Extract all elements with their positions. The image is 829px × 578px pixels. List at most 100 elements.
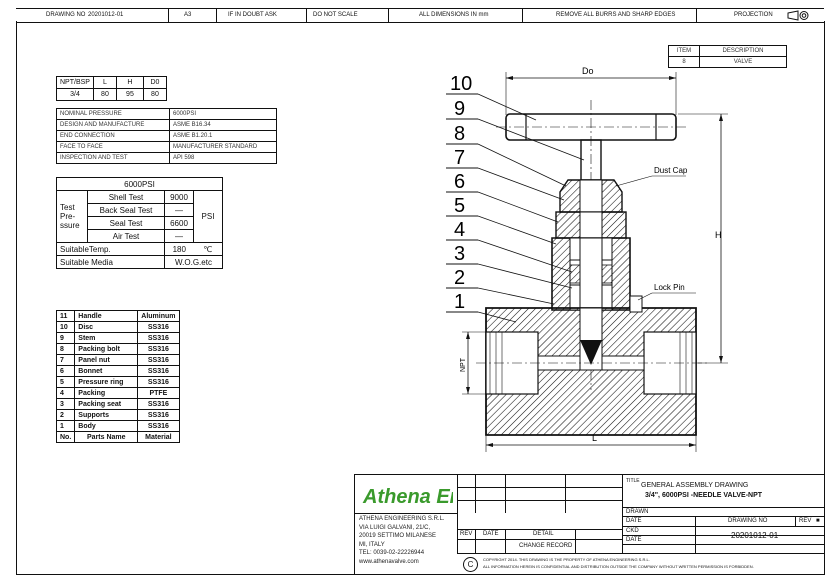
ckd-label: CKD [626,528,639,534]
spec-value: MANUFACTURER STANDARD [169,141,277,153]
rev-value: ■ [816,518,820,524]
company-info: ATHENA ENGINEERING S.R.L. VIA LUIGI GALV… [359,515,445,566]
drawing-frame [16,21,825,575]
part-no: 3 [55,398,76,410]
dim-header: H [115,76,144,89]
part-no: 11 [55,310,76,322]
top-do-not-scale: DO NOT SCALE [313,12,358,18]
drawing-no-value: 20201012-01 [731,531,779,540]
callout-5: 5 [454,195,465,217]
part-name: Body [74,420,139,432]
test-table: 6000PSI Test Pre- ssure Shell Test 9000 … [56,177,223,269]
callout-7: 7 [454,147,465,169]
logo-area: Athena Eng [355,475,458,514]
needle-tip [580,340,602,365]
spec-label: DESIGN AND MANUFACTURE [56,119,170,131]
test-row-value: — [164,229,194,243]
date2-label: DATE [626,537,642,543]
label-npt: NPT [460,357,467,372]
top-drawing-no-value: 20201012-01 [88,12,124,18]
part-no: 5 [55,376,76,388]
part-no: 8 [55,343,76,355]
part-name: Stem [74,332,139,344]
part-no: 10 [55,321,76,333]
title-label: TITLE [626,478,640,484]
top-bar: DRAWING NO 20201012-01 A3 IF IN DOUBT AS… [16,8,824,23]
test-pressure-label: Test Pre- ssure [56,190,88,243]
valve-section-drawing: Do [446,66,728,452]
date1-label: DATE [626,518,642,524]
part-name: Handle [74,310,139,322]
rev-label: REV [460,531,473,537]
item-cell: VALVE [699,56,787,68]
part-material: SS316 [137,409,180,421]
part-name: Packing seat [74,398,139,410]
projection-symbol-icon [787,10,809,21]
part-no: 2 [55,409,76,421]
label-h: H [715,230,722,240]
athena-logo: Athena Eng [362,486,453,508]
part-name: Panel nut [74,354,139,366]
suitable-temp-value: 180 [164,242,194,256]
dim-cell: 3/4 [56,88,94,101]
part-material: Aluminum [137,310,180,322]
top-drawing-no-label: DRAWING NO [46,12,86,18]
dim-cell: 80 [142,88,167,101]
dim-cell: 95 [115,88,144,101]
test-row-name: Shell Test [87,190,165,204]
suitable-media-label: Suitable Media [56,255,165,269]
part-name: Supports [74,409,139,421]
copyright-line-2: ALL INFORMATION HEREIN IS CONFIDENTIAL A… [483,564,754,569]
part-name: Pressure ring [74,376,139,388]
part-material: SS316 [137,321,180,333]
spec-label: END CONNECTION [56,130,170,142]
part-material: SS316 [137,343,180,355]
lock-pin [629,295,643,313]
title-block: Athena Eng ATHENA ENGINEERING S.R.L. VIA… [354,474,825,575]
detail-label: DETAIL [533,531,554,537]
company-line: MI, ITALY [359,541,385,548]
item-header: ITEM [668,45,700,57]
top-all-dimensions: ALL DIMENSIONS IN mm [419,12,489,18]
item-cell: 8 [668,56,700,68]
callout-4: 4 [454,219,465,241]
dimension-table: NPT/BSP L H D0 3/4 80 95 80 [56,76,167,101]
part-no: 4 [55,387,76,399]
dim-header: NPT/BSP [56,76,94,89]
callout-2: 2 [454,267,465,289]
part-material: SS316 [137,365,180,377]
dim-header: L [92,76,117,89]
test-row-value: 9000 [164,190,194,204]
company-line: VIA LUIGI GALVANI, 21/C, [359,524,431,531]
change-record-label: CHANGE RECORD [519,543,573,549]
part-name: Packing bolt [74,343,139,355]
drawing-no-label: DRAWING NO [728,518,768,524]
part-material: SS316 [137,420,180,432]
part-material: PTFE [137,387,180,399]
part-material: SS316 [137,332,180,344]
test-row-name: Air Test [87,229,165,243]
dim-header: D0 [142,76,167,89]
callout-1: 1 [454,291,465,313]
label-lock-pin: Lock Pin [654,283,685,292]
test-row-value: 6600 [164,216,194,230]
part-no: 6 [55,365,76,377]
title-line-1: GENERAL ASSEMBLY DRAWING [641,482,749,489]
logo-text: Athena Eng [362,486,453,508]
suitable-temp-unit: ℃ [193,242,223,256]
test-row-value: — [164,203,194,217]
top-projection: PROJECTION [734,12,773,18]
part-material: SS316 [137,354,180,366]
